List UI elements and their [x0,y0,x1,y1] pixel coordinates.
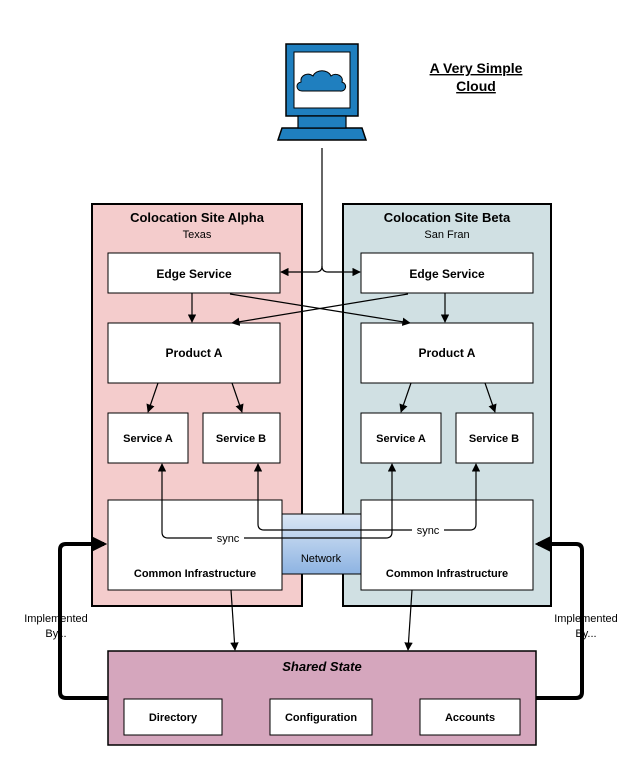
site-beta-name: Colocation Site Beta [384,210,511,225]
beta-common-infrastructure [360,499,534,591]
beta-service-a-label: Service A [376,433,426,445]
alpha-service-b-label: Service B [216,433,266,445]
computer-cloud-icon [276,43,368,141]
directory-label: Directory [149,712,198,724]
beta-service-b-label: Service B [469,433,519,445]
shared-state-title: Shared State [282,659,361,674]
implemented-by-right-loop [534,536,584,700]
beta-infra-to-shared-state [404,589,413,651]
beta-common-infrastructure-label: Common Infrastructure [386,568,508,580]
title-line-2: Cloud [456,78,496,94]
beta-service-a [360,412,442,464]
alpha-edge-service-label: Edge Service [156,267,232,281]
alpha-service-a [107,412,189,464]
implemented-by-left-2: By... [45,628,66,640]
site-alpha-name: Colocation Site Alpha [130,210,265,225]
alpha-product-a [107,322,281,384]
sync-to-beta-service-b [444,463,481,531]
network-box [281,513,362,575]
alpha-product-to-service-a [146,382,159,413]
beta-product-to-service-b [484,382,497,413]
alpha-sync-label: sync [217,533,240,545]
accounts-box [419,698,521,736]
network-label: Network [301,553,342,565]
beta-edge-service-label: Edge Service [409,267,485,281]
alpha-sync-to-service-a [157,463,212,539]
beta-product-a-label: Product A [419,346,476,360]
beta-sync-to-alpha-service-b [253,463,412,531]
title-line-1: A Very Simple [430,60,523,76]
alpha-edge-service [107,252,281,294]
implemented-by-loops [58,536,584,700]
alpha-product-to-service-b [231,382,244,413]
accounts-label: Accounts [445,712,495,724]
beta-product-a [360,322,534,384]
configuration-box [269,698,373,736]
beta-sync-label: sync [417,525,440,537]
sync-to-beta-service-a [244,463,397,539]
implemented-by-right-1: Implemented [554,613,618,625]
beta-service-b [455,412,534,464]
directory-box [123,698,223,736]
site-beta-location: San Fran [424,229,469,241]
alpha-common-infrastructure-label: Common Infrastructure [134,568,256,580]
implemented-by-left-1: Implemented [24,613,88,625]
implemented-by-left-loop [58,536,108,700]
beta-product-to-service-a [399,382,412,413]
client-to-beta-edge [321,265,361,277]
alpha-product-a-label: Product A [166,346,223,360]
alpha-service-b [202,412,281,464]
beta-edge-service [360,252,534,294]
connectors [146,148,497,651]
alpha-service-a-label: Service A [123,433,173,445]
alpha-common-infrastructure [107,499,283,591]
beta-edge-to-alpha-product [231,293,409,326]
diagram-title: A Very Simple Cloud [430,60,523,94]
configuration-label: Configuration [285,712,357,724]
alpha-infra-to-shared-state [230,589,239,651]
implemented-by-right-2: By... [575,628,596,640]
site-alpha-location: Texas [183,229,212,241]
